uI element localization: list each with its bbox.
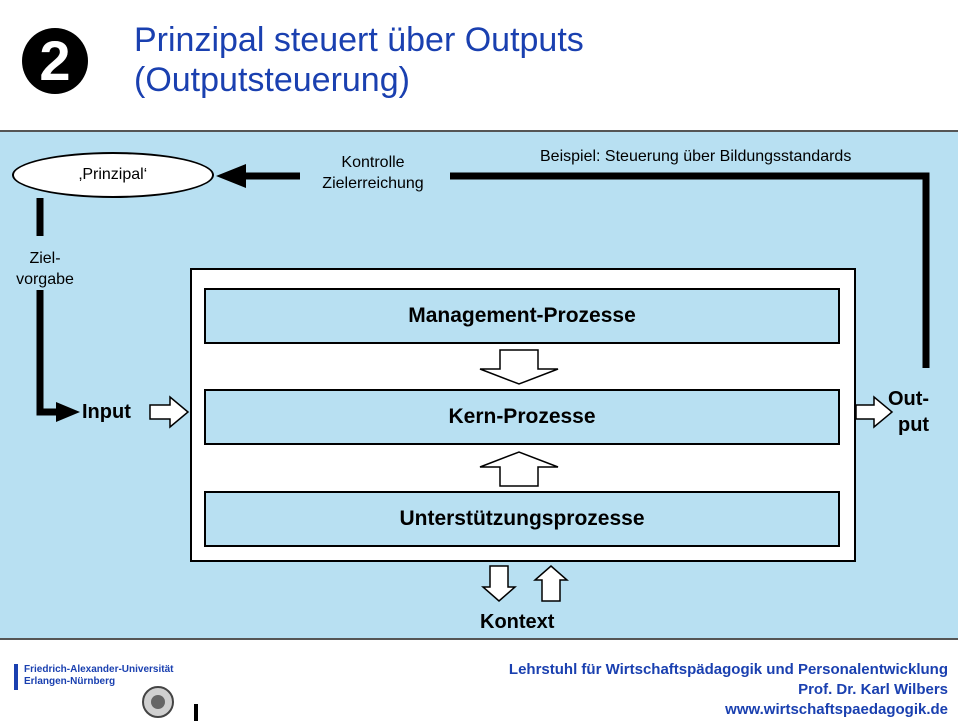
target-arrowhead bbox=[56, 402, 80, 422]
output-label: Out- put bbox=[888, 386, 929, 438]
feedback-arrowhead bbox=[216, 164, 246, 188]
output-arrow bbox=[855, 395, 894, 429]
target-label-line2: vorgabe bbox=[16, 271, 74, 288]
output-label-line2: put bbox=[898, 414, 930, 436]
principal-ellipse: ‚Prinzipal‘ bbox=[12, 152, 214, 198]
logo-bar bbox=[14, 664, 18, 690]
principal-label: ‚Prinzipal‘ bbox=[78, 166, 148, 183]
footer-website: www.wirtschaftspaedagogik.de bbox=[725, 701, 948, 718]
slide-title: Prinzipal steuert über Outputs (Outputst… bbox=[134, 20, 584, 100]
output-label-line1: Out- bbox=[888, 388, 930, 410]
logo-text-line2: Erlangen-Nürnberg bbox=[24, 676, 116, 687]
slide-header: 2 Prinzipal steuert über Outputs (Output… bbox=[0, 0, 960, 130]
context-label: Kontext bbox=[480, 611, 555, 633]
logo-bar-bottom bbox=[194, 704, 198, 721]
footer-credits: Lehrstuhl für Wirtschaftspädagogik und P… bbox=[509, 660, 948, 720]
control-label: Kontrolle Zielerreichung bbox=[305, 152, 441, 194]
support-to-core-arrow bbox=[479, 451, 559, 487]
example-label: Beispiel: Steuerung über Bildungsstandar… bbox=[540, 148, 852, 165]
context-down-arrow bbox=[481, 565, 517, 602]
support-processes-label: Unterstützungsprozesse bbox=[399, 507, 645, 530]
core-processes-label: Kern-Prozesse bbox=[448, 405, 596, 428]
university-seal-icon bbox=[142, 686, 174, 718]
input-arrow bbox=[149, 395, 190, 429]
support-processes-box: Unterstützungsprozesse bbox=[204, 491, 840, 547]
feedback-line bbox=[450, 172, 930, 368]
core-processes-box: Kern-Prozesse bbox=[204, 389, 840, 445]
logo-text-line1: Friedrich-Alexander-Universität bbox=[24, 664, 174, 675]
target-label: Ziel- vorgabe bbox=[8, 248, 82, 290]
input-label: Input bbox=[82, 401, 131, 423]
control-label-line2: Zielerreichung bbox=[322, 175, 424, 192]
university-logo: Friedrich-Alexander-Universität Erlangen… bbox=[14, 656, 234, 721]
footer-chair: Lehrstuhl für Wirtschaftspädagogik und P… bbox=[508, 661, 948, 678]
management-to-core-arrow bbox=[479, 349, 559, 385]
footer-professor: Prof. Dr. Karl Wilbers bbox=[798, 681, 948, 698]
target-label-line1: Ziel- bbox=[29, 250, 61, 267]
context-up-arrow bbox=[533, 565, 569, 602]
management-processes-label: Management-Prozesse bbox=[408, 304, 636, 327]
target-line-lower bbox=[36, 290, 60, 416]
management-processes-box: Management-Prozesse bbox=[204, 288, 840, 344]
seal-center bbox=[151, 695, 165, 709]
control-label-line1: Kontrolle bbox=[341, 154, 405, 171]
slide-title-line1: Prinzipal steuert über Outputs bbox=[134, 21, 584, 59]
logo-text: Friedrich-Alexander-Universität Erlangen… bbox=[24, 664, 174, 688]
slide-title-line2: (Outputsteuerung) bbox=[134, 61, 410, 99]
step-number-badge: 2 bbox=[22, 28, 88, 94]
